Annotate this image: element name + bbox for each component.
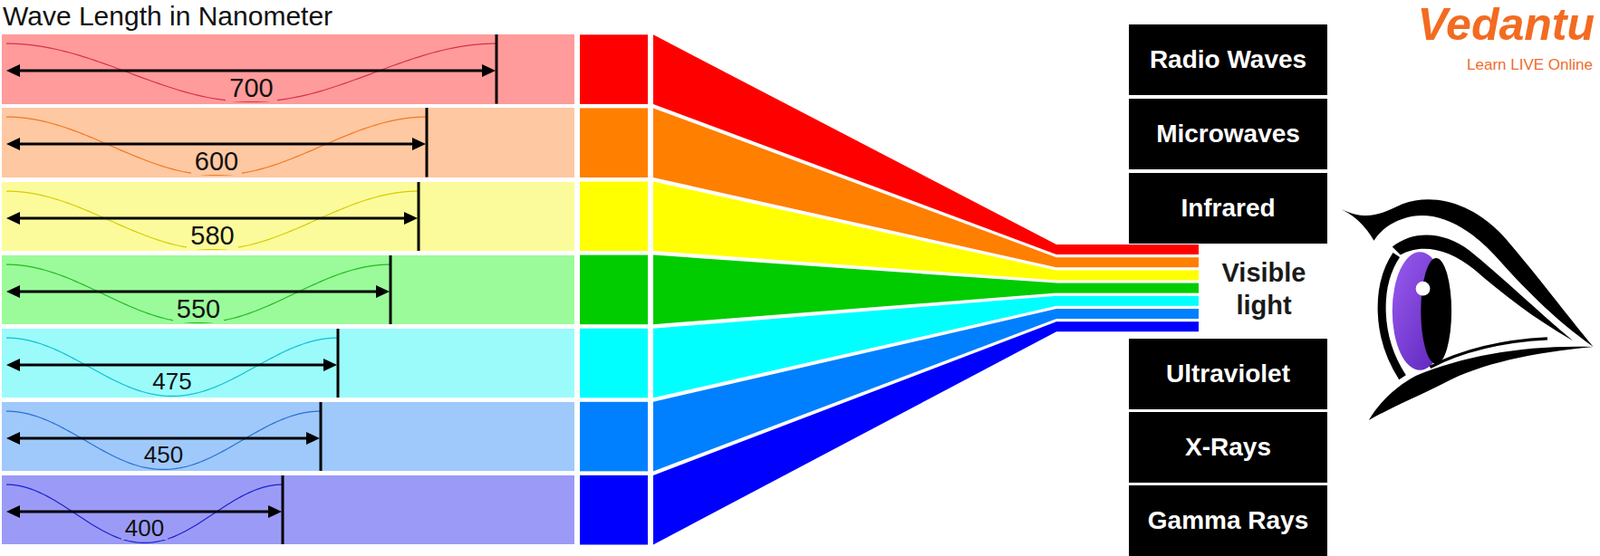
arrow-head — [6, 432, 20, 445]
label-block: Learn LIVE Online — [1466, 56, 1593, 75]
wavelength-arrow-line — [15, 216, 410, 220]
arrow-head — [6, 358, 20, 372]
spectrum-region-box: Ultraviolet — [1128, 338, 1328, 410]
region-name: Microwaves — [1156, 118, 1301, 150]
wavelength-arrow-line — [15, 289, 382, 293]
arrow-head — [481, 64, 496, 78]
region-name: Radio Waves — [1149, 44, 1307, 76]
arrow-head — [323, 358, 338, 372]
region-name: Gamma Rays — [1147, 505, 1309, 537]
color-square — [579, 328, 648, 399]
color-square — [579, 255, 648, 326]
visible-light-stripe — [1056, 244, 1200, 255]
spectrum-fan — [653, 321, 1057, 545]
arrow-head — [6, 64, 20, 78]
label-block: Visible light — [1204, 256, 1323, 322]
region-name: Infrared — [1180, 192, 1275, 224]
wavelength-arrow-line — [15, 363, 329, 367]
color-square — [579, 402, 648, 473]
arrow-head — [6, 212, 20, 225]
lower-eyelid — [1368, 346, 1594, 421]
wave-figure — [1, 34, 575, 105]
arrow-head — [306, 432, 320, 445]
wavelength-end-tick — [281, 475, 285, 546]
spectrum-region-box: X-Rays — [1128, 412, 1328, 483]
wavelength-band: 600 — [1, 107, 575, 178]
label-block: Vedantu — [1417, 1, 1595, 48]
wavelength-end-tick — [417, 182, 421, 252]
wavelength-band: 550 — [1, 255, 575, 326]
wavelength-value: 580 — [186, 222, 238, 250]
wavelength-end-tick — [495, 34, 499, 105]
wavelength-band: 700 — [1, 34, 575, 105]
color-square — [579, 182, 648, 252]
region-name: X-Rays — [1185, 432, 1272, 463]
wavelength-value: 700 — [225, 75, 277, 102]
spectrum-region-box: Gamma Rays — [1128, 485, 1328, 556]
wave-curve — [6, 43, 497, 102]
wavelength-value: 450 — [140, 443, 187, 467]
arrow-head — [375, 285, 390, 299]
arrow-head — [6, 137, 20, 151]
wavelength-end-tick — [389, 255, 393, 326]
spectrum-fan — [653, 308, 1057, 472]
arrow-head — [6, 285, 20, 299]
wavelength-arrow-line — [15, 143, 418, 146]
wave-curve — [6, 191, 419, 250]
wavelength-end-tick — [319, 402, 323, 473]
wave-figure — [1, 328, 575, 399]
visible-light-stripe — [1056, 296, 1200, 307]
wavelength-band: 400 — [1, 475, 575, 546]
wavelength-arrow-line — [15, 436, 312, 440]
pupil — [1420, 258, 1452, 365]
wave-figure — [1, 475, 575, 546]
wave-figure — [1, 107, 575, 178]
eye-highlight — [1416, 281, 1431, 297]
wavelength-end-tick — [337, 328, 340, 399]
arrow-head — [404, 212, 418, 225]
lower-crease — [1429, 338, 1548, 368]
arrow-head — [412, 137, 426, 151]
color-square — [579, 475, 648, 546]
wave-figure — [1, 255, 575, 326]
spectrum-fan-group — [579, 34, 1199, 545]
arrow-head — [6, 505, 20, 519]
wave-figure — [1, 402, 575, 473]
wavelength-band: 450 — [1, 402, 575, 473]
wavelength-value: 400 — [121, 516, 168, 540]
region-name: Ultraviolet — [1166, 358, 1291, 390]
wave-curve — [6, 337, 338, 396]
visible-light-stripe — [1056, 283, 1200, 294]
wavelength-band: 475 — [1, 328, 575, 399]
color-square — [579, 107, 648, 178]
wave-curve — [6, 117, 427, 176]
wave-figure — [1, 182, 575, 252]
wavelength-arrow-line — [15, 510, 274, 513]
arrow-head — [268, 505, 282, 519]
wavelength-value: 600 — [191, 148, 242, 175]
visible-light-stripe — [1056, 257, 1200, 268]
visible-light-stripe — [1056, 321, 1200, 332]
wave-curve — [6, 411, 321, 470]
color-square — [579, 34, 648, 105]
wavelength-arrow-line — [15, 69, 488, 73]
wavelength-value: 475 — [148, 369, 195, 394]
spectrum-region-box: Microwaves — [1128, 98, 1328, 170]
wavelength-value: 550 — [173, 296, 224, 323]
wave-curve — [6, 264, 391, 323]
eye-illustration — [1340, 199, 1593, 421]
title-block: Wave Length in Nanometer — [2, 0, 333, 33]
wave-curve — [6, 484, 283, 543]
spectrum-region-box: Infrared — [1128, 173, 1328, 244]
logo-tagline: Learn LIVE Online — [1466, 56, 1593, 74]
wavelength-band: 580 — [1, 182, 575, 252]
spectrum-label: Visible light — [1222, 258, 1307, 320]
diagram-title: Wave Length in Nanometer — [2, 0, 333, 31]
wavelength-end-tick — [425, 107, 429, 178]
visible-light-stripe — [1056, 269, 1200, 280]
visible-light-stripe — [1056, 308, 1200, 319]
logo-wordmark: Vedantu — [1417, 0, 1595, 50]
spectrum-region-box: Radio Waves — [1128, 24, 1328, 96]
